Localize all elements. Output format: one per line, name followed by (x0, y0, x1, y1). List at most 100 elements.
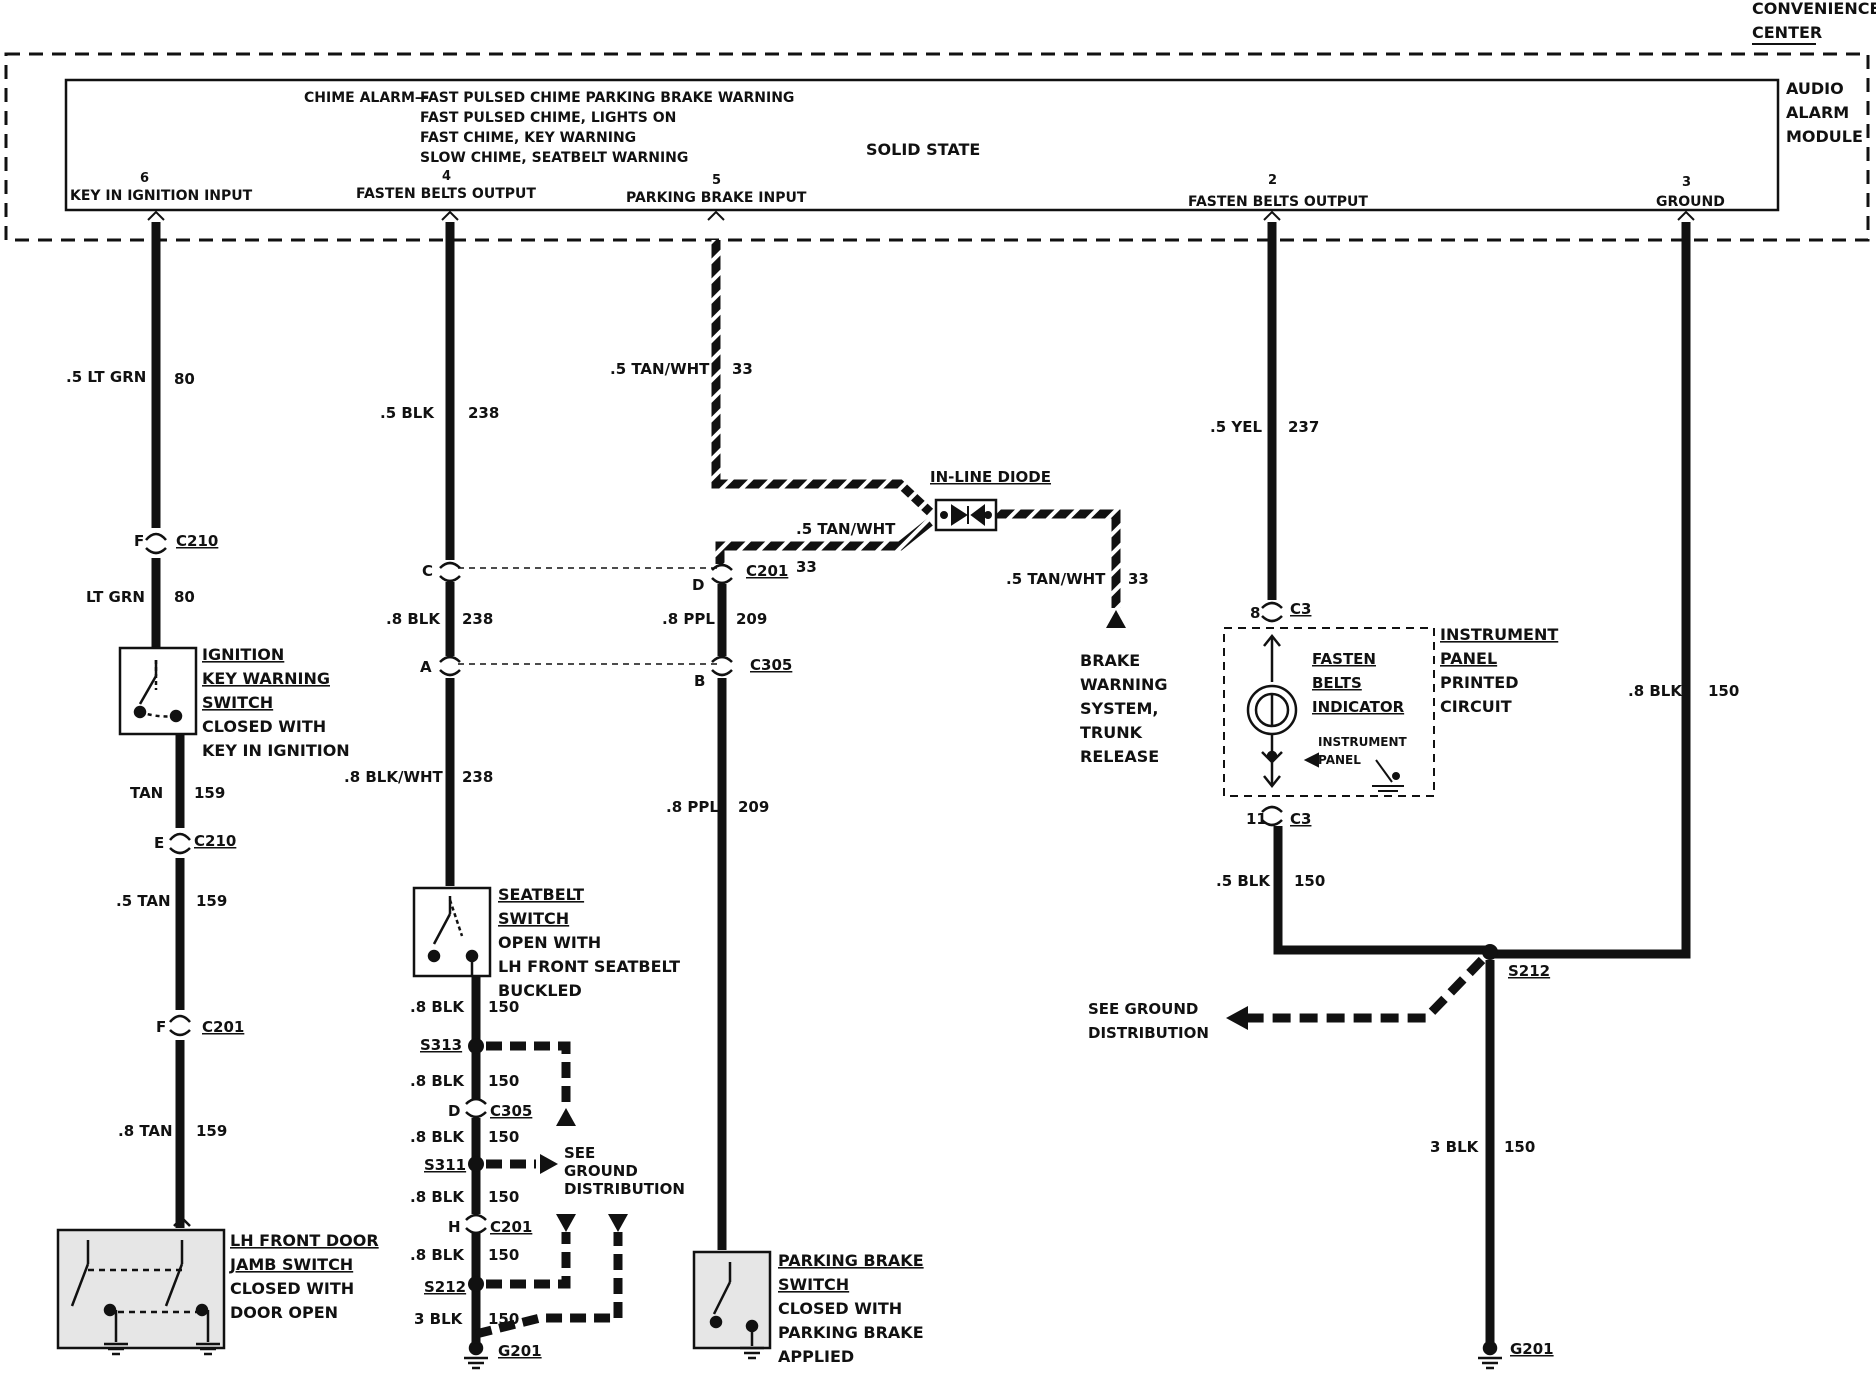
chime-mode-4: SLOW CHIME, SEATBELT WARNING (420, 150, 688, 166)
connector-marks-c3 (1261, 601, 1283, 827)
connector-name: C201 (746, 562, 788, 580)
brake-warning-label-5: RELEASE (1080, 747, 1159, 766)
splice-label: S212 (1508, 962, 1550, 980)
circuit-label: 159 (194, 784, 225, 802)
ground-distribution-arrow-right (1226, 1006, 1248, 1030)
ground-distribution-dashes-col2 (474, 1041, 623, 1339)
ground-distribution-arrows-col2 (540, 1108, 628, 1232)
wire-label: .8 BLK/WHT (344, 768, 444, 786)
brake-warning-label-1: BRAKE (1080, 651, 1140, 670)
circuit-label: 80 (174, 588, 195, 606)
circuit-label: 33 (732, 360, 753, 378)
ignition-switch-label-2: KEY WARNING (202, 669, 330, 688)
circuit-label: 150 (488, 998, 519, 1016)
module-label-1: AUDIO (1786, 79, 1844, 98)
chime-mode-1: FAST PULSED CHIME PARKING BRAKE WARNING (420, 90, 794, 106)
connector-marks-col3 (711, 563, 733, 677)
ground-label: G201 (498, 1342, 542, 1360)
circuit-label: 238 (462, 768, 493, 786)
connector-pin: H (448, 1218, 461, 1236)
center-label: CENTER (1752, 23, 1822, 42)
connector-pin: F (134, 532, 144, 550)
terminal-5-num: 5 (712, 173, 721, 188)
terminal-3-label: GROUND (1656, 194, 1725, 210)
connector-name: C3 (1290, 810, 1311, 828)
seatbelt-switch-symbol (427, 896, 479, 976)
wire-label: .5 TAN/WHT (796, 520, 896, 538)
splice-s212-right (1482, 944, 1498, 960)
connector-name: C201 (490, 1218, 532, 1236)
circuit-label: 80 (174, 370, 195, 388)
circuit-label: 150 (1708, 682, 1739, 700)
circuit-33-brake-feed (996, 509, 1121, 608)
ground-symbol-g201-left (464, 1340, 488, 1370)
ignition-key-warning-switch (118, 646, 198, 736)
wire-label: .8 BLK (410, 1246, 465, 1264)
convenience-label: CONVENIENCE (1752, 0, 1876, 18)
solid-state-label: SOLID STATE (866, 140, 980, 159)
instrument-panel-label-1: INSTRUMENT (1440, 625, 1558, 644)
instrument-panel-label-2: PANEL (1440, 649, 1497, 668)
instrument-panel-label-4: CIRCUIT (1440, 697, 1512, 716)
circuit-label: 150 (488, 1188, 519, 1206)
wire-label: .5 LT GRN (66, 368, 146, 386)
circuit-label: 150 (488, 1246, 519, 1264)
circuit-label: 237 (1288, 418, 1319, 436)
splice-label: S311 (424, 1156, 466, 1174)
fasten-belts-indicator-symbol (1246, 633, 1298, 789)
circuit-label: 33 (1128, 570, 1149, 588)
connector-marks-col2-ground (465, 1097, 487, 1235)
circuit-33-wire (711, 240, 934, 516)
door-switch-symbol (70, 1216, 220, 1356)
ignition-switch-label-1: IGNITION (202, 645, 284, 664)
terminal-3-num: 3 (1682, 175, 1691, 190)
wire-label: .5 YEL (1210, 418, 1262, 436)
inline-diode-label: IN-LINE DIODE (930, 468, 1051, 486)
connector-pin: E (154, 834, 164, 852)
wire-label: LT GRN (86, 588, 145, 606)
wire-label: .5 TAN/WHT (610, 360, 710, 378)
parking-switch-label-4: PARKING BRAKE (778, 1323, 924, 1342)
wire-label: .5 TAN (116, 892, 171, 910)
wire-label: .5 BLK (380, 404, 435, 422)
seatbelt-switch-label-5: BUCKLED (498, 981, 582, 1000)
connector-pin: D (448, 1102, 460, 1120)
audio-alarm-module (64, 78, 1780, 212)
wire-label: .5 TAN/WHT (1006, 570, 1106, 588)
circuit-label: 150 (488, 1310, 519, 1328)
terminal-chevrons (147, 210, 1695, 221)
wire-label: .8 TAN (118, 1122, 173, 1140)
wire-label: .8 PPL (666, 798, 719, 816)
connector-pin: 8 (1250, 604, 1260, 622)
seatbelt-switch-label-2: SWITCH (498, 909, 569, 928)
door-switch-label-3: CLOSED WITH (230, 1279, 354, 1298)
connector-pin: 11 (1246, 810, 1267, 828)
connector-name: C210 (176, 532, 218, 550)
chime-mode-2: FAST PULSED CHIME, LIGHTS ON (420, 110, 676, 126)
module-label-3: MODULE (1786, 127, 1863, 146)
ignition-switch-label-3: SWITCH (202, 693, 273, 712)
connector-marks-col1 (145, 532, 191, 1037)
circuit-label: 150 (1504, 1138, 1535, 1156)
instrument-panel-small-2: PANEL (1318, 753, 1361, 767)
brake-warning-label-4: TRUNK (1080, 723, 1143, 742)
ignition-switch-label-4: CLOSED WITH (202, 717, 326, 736)
parking-switch-label-2: SWITCH (778, 1275, 849, 1294)
fasten-indicator-label-2: BELTS (1312, 674, 1362, 692)
circuit-label: 159 (196, 1122, 227, 1140)
terminal-5-label: PARKING BRAKE INPUT (626, 190, 807, 206)
lh-front-door-jamb-switch (56, 1228, 226, 1350)
circuit-150-indicator-ground (1273, 826, 1486, 955)
ignition-switch-symbol (133, 660, 183, 723)
ground-symbol-g201-right (1478, 1340, 1502, 1370)
brake-warning-label-2: WARNING (1080, 675, 1168, 694)
parking-switch-label-1: PARKING BRAKE (778, 1251, 924, 1270)
instrument-panel-small-1: INSTRUMENT (1318, 735, 1408, 749)
see-ground-left-1: SEE (564, 1144, 595, 1162)
fasten-indicator-label-3: INDICATOR (1312, 698, 1405, 716)
module-label-2: ALARM (1786, 103, 1849, 122)
see-ground-left-3: DISTRIBUTION (564, 1180, 685, 1198)
circuit-label: 209 (738, 798, 769, 816)
diode-symbol (940, 504, 992, 526)
